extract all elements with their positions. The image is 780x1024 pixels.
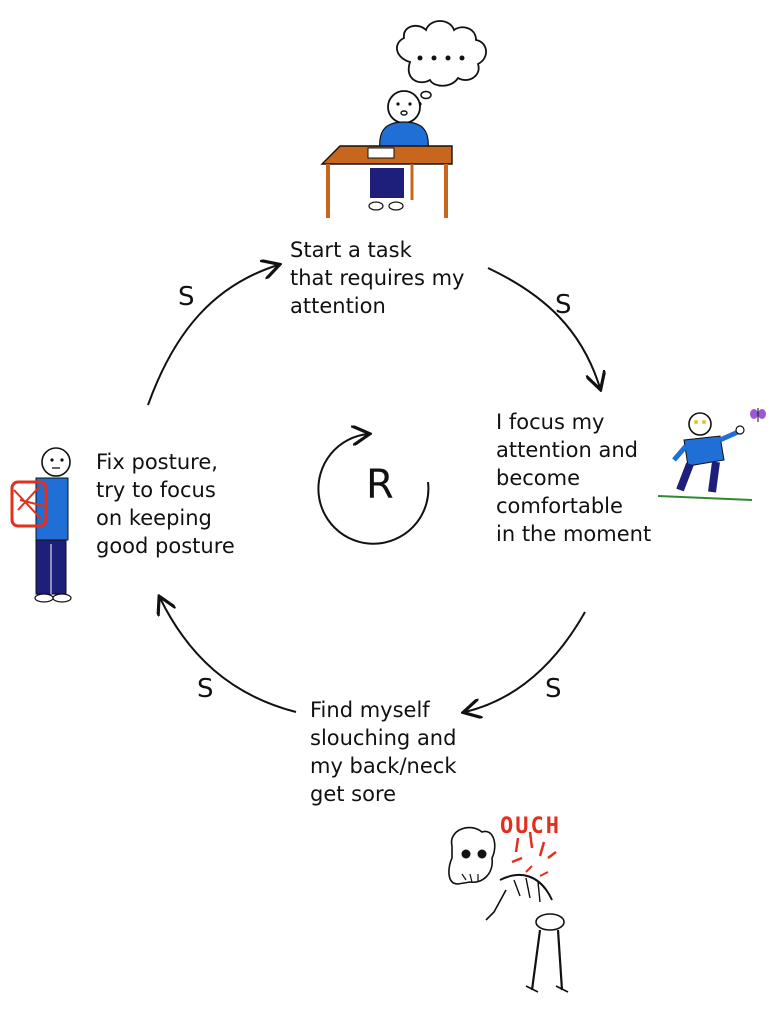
arrow-right-to-bottom bbox=[465, 611, 586, 712]
edge-label-top-to-right: S bbox=[555, 290, 572, 320]
node-slouching: Find myself slouching and my back/neck g… bbox=[310, 698, 457, 806]
node-fix-posture: Fix posture, try to focus on keeping goo… bbox=[96, 450, 235, 558]
arrow-left-to-top bbox=[147, 265, 278, 406]
arrow-bottom-to-left bbox=[160, 598, 297, 713]
person-at-desk-illustration bbox=[320, 20, 487, 218]
edge-label-bottom-to-left: S bbox=[197, 674, 214, 704]
skeleton-illustration bbox=[448, 826, 569, 993]
thought-cloud-icon bbox=[396, 20, 487, 107]
node-start-task: Start a task that requires my attention bbox=[290, 238, 465, 318]
loop-type-label: R bbox=[366, 462, 394, 508]
node-focus-attention: I focus my attention and become comforta… bbox=[496, 410, 652, 546]
loop-arrow-icon bbox=[317, 434, 430, 545]
edge-label-left-to-top: S bbox=[178, 282, 195, 312]
person-with-butterfly-illustration bbox=[657, 408, 766, 501]
pain-exclamation: OUCH bbox=[500, 814, 561, 839]
person-with-backpack-illustration bbox=[10, 447, 72, 603]
arrow-top-to-right bbox=[487, 267, 600, 388]
butterfly-icon bbox=[750, 408, 766, 422]
edge-label-right-to-bottom: S bbox=[545, 674, 562, 704]
